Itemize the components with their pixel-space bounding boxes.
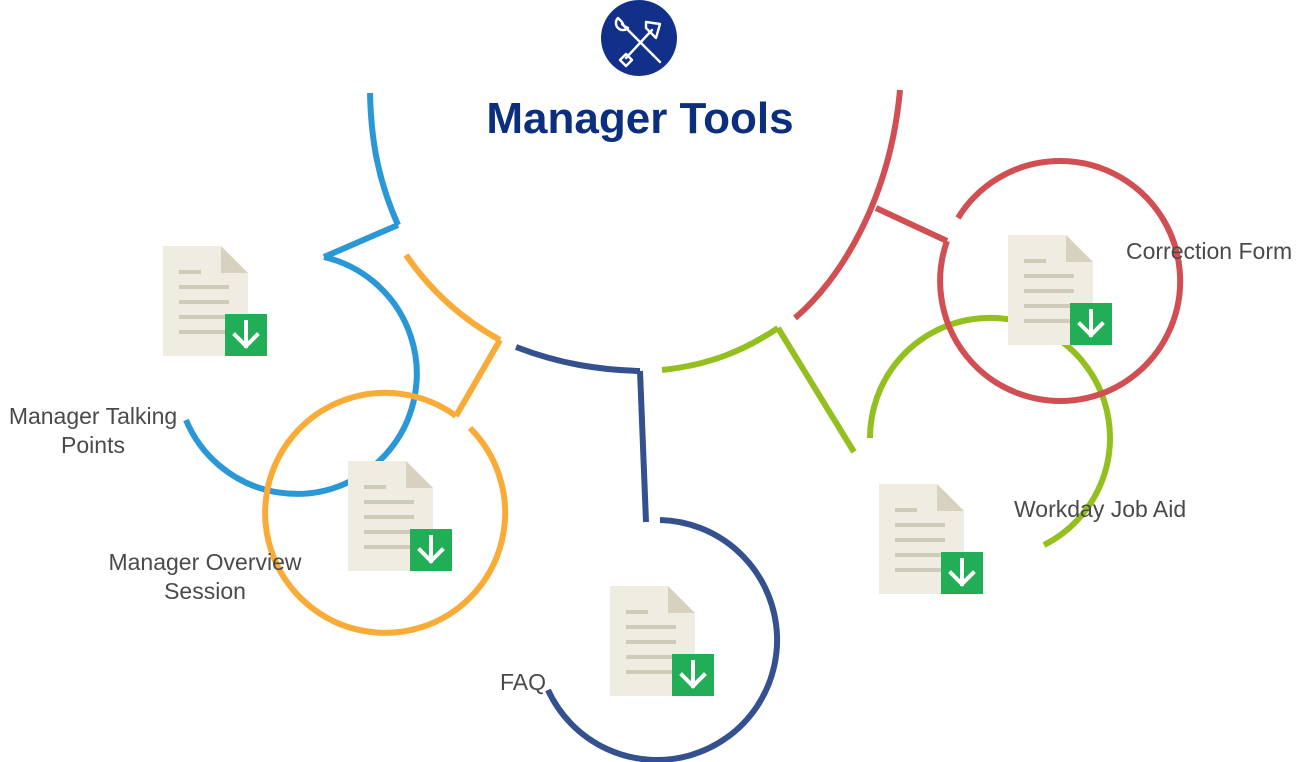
label-faq[interactable]: FAQ [500, 669, 547, 695]
hub-arc-red [793, 89, 903, 321]
hub-arc-blue [367, 92, 401, 227]
label-workday-job-aid[interactable]: Workday Job Aid [1014, 496, 1187, 522]
document-download-icon[interactable] [346, 459, 454, 573]
document-download-icon[interactable] [1006, 233, 1114, 347]
connector-orange [453, 338, 503, 418]
document-download-icon[interactable] [161, 244, 269, 358]
node-correction-form[interactable] [937, 158, 1184, 404]
connector-red [874, 205, 949, 244]
node-manager-talking-points[interactable] [100, 244, 420, 497]
connector-blue [322, 222, 400, 260]
label-manager-talking-points[interactable]: Manager Talking Points [8, 403, 178, 458]
hub-arc-orange [403, 253, 502, 343]
tools-icon [601, 0, 677, 76]
connector-navy [637, 370, 649, 523]
node-manager-overview-session[interactable] [262, 389, 509, 636]
connector-green [775, 326, 857, 454]
document-download-icon[interactable] [877, 482, 985, 596]
hub-arc-navy [514, 344, 641, 374]
hub-arc-green [661, 325, 780, 373]
document-download-icon[interactable] [608, 584, 716, 698]
label-manager-overview-session[interactable]: Manager Overview Session [108, 549, 302, 604]
node-workday-job-aid[interactable] [867, 314, 1113, 596]
page-title: Manager Tools [486, 94, 794, 143]
node-faq[interactable] [545, 517, 781, 762]
label-correction-form[interactable]: Correction Form [1126, 238, 1293, 264]
